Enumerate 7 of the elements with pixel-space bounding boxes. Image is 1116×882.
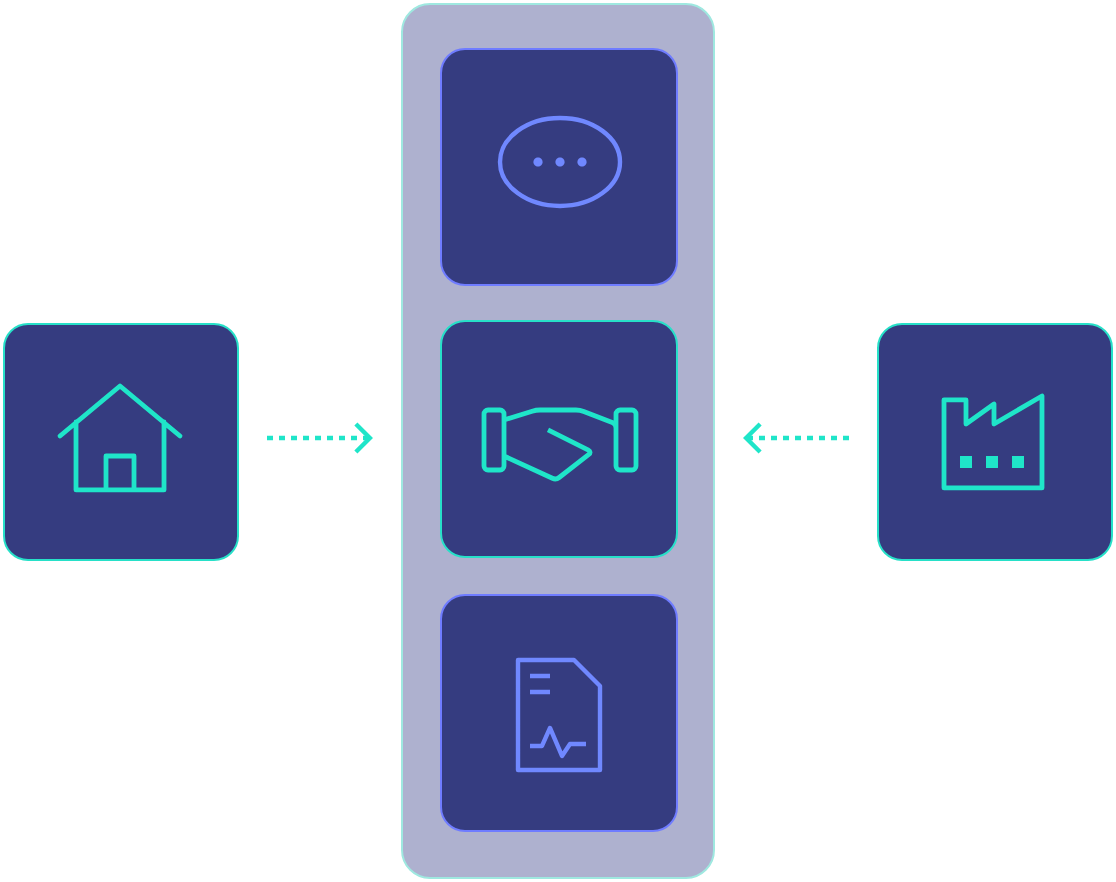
factory-tile [877, 323, 1113, 561]
house-tile [3, 323, 239, 561]
chat-tile [440, 48, 678, 286]
document-tile [440, 593, 678, 832]
arrow [743, 422, 849, 454]
arrow [267, 422, 373, 454]
handshake-tile [440, 320, 678, 558]
